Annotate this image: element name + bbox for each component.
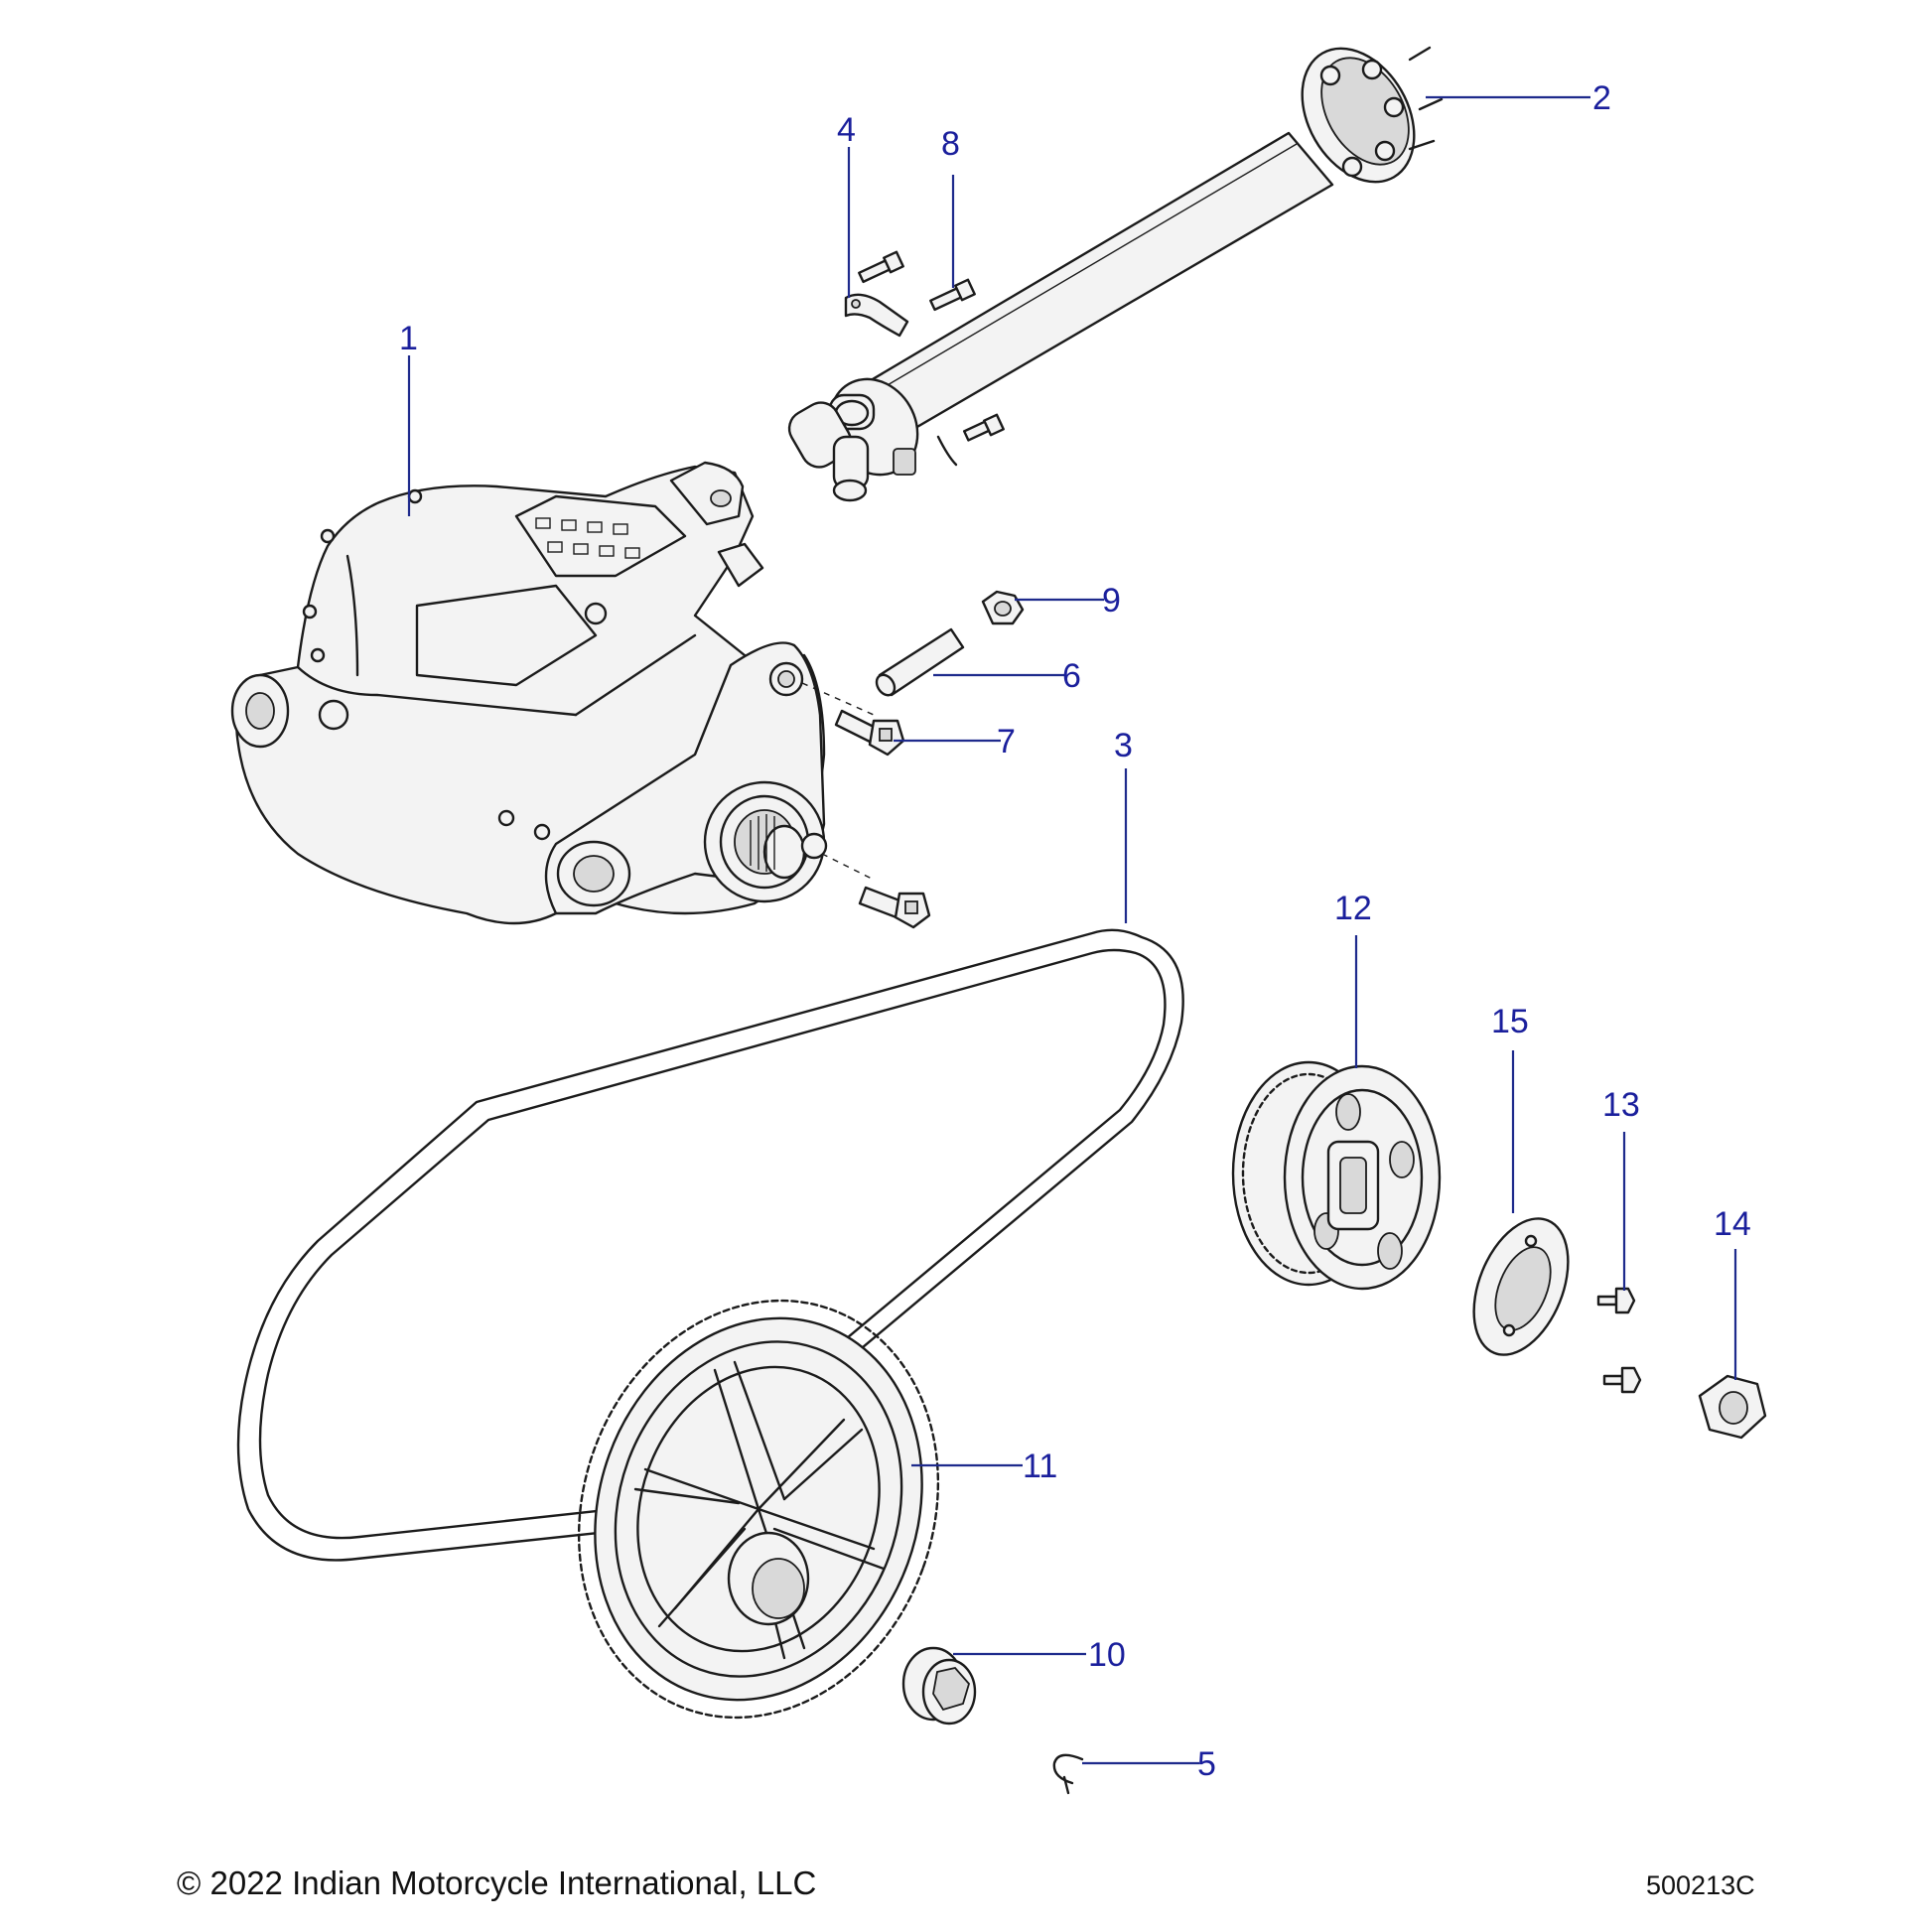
pin-part-6 [875, 627, 965, 697]
bolts-part-8 [858, 250, 976, 312]
axle-nut-part-10 [901, 1646, 977, 1725]
callout-7: 7 [997, 723, 1016, 760]
cotter-pin-part-5 [1052, 1753, 1084, 1795]
callout-10: 10 [1088, 1636, 1126, 1674]
rear-sprocket-part-11 [577, 1299, 940, 1720]
callout-6: 6 [1062, 657, 1081, 695]
callout-1: 1 [399, 320, 418, 357]
nut-part-9 [981, 590, 1025, 625]
callout-8: 8 [941, 125, 960, 163]
callout-11: 11 [1023, 1448, 1057, 1485]
callout-numbers: 1 2 3 4 5 6 7 8 9 10 11 12 13 14 15 [399, 79, 1751, 1783]
callout-2: 2 [1592, 79, 1611, 117]
callout-3: 3 [1114, 727, 1133, 764]
figure-code: 500213C [1646, 1870, 1755, 1900]
leader-lines [407, 95, 1737, 1765]
bolt-part-7-upper [834, 709, 905, 757]
drive-belt-part-3 [236, 928, 1184, 1562]
lock-plate-part-15 [1472, 1217, 1570, 1356]
callout-14: 14 [1714, 1205, 1751, 1243]
callout-12: 12 [1334, 890, 1372, 927]
copyright-notice: © 2022 Indian Motorcycle International, … [177, 1864, 817, 1901]
drive-shaft-part-2 [787, 46, 1444, 502]
hex-nut-part-14 [1698, 1374, 1767, 1440]
clamp-part-4 [844, 293, 909, 338]
callout-5: 5 [1197, 1745, 1216, 1783]
front-pulley-part-12 [1231, 1060, 1442, 1291]
screws-part-13 [1596, 1287, 1642, 1394]
callout-13: 13 [1602, 1086, 1640, 1124]
callout-4: 4 [837, 111, 856, 149]
callout-15: 15 [1491, 1003, 1529, 1040]
bolt-part-7-lower [858, 886, 931, 929]
callout-9: 9 [1102, 582, 1121, 620]
final-drive-housing-part-1 [230, 461, 875, 925]
